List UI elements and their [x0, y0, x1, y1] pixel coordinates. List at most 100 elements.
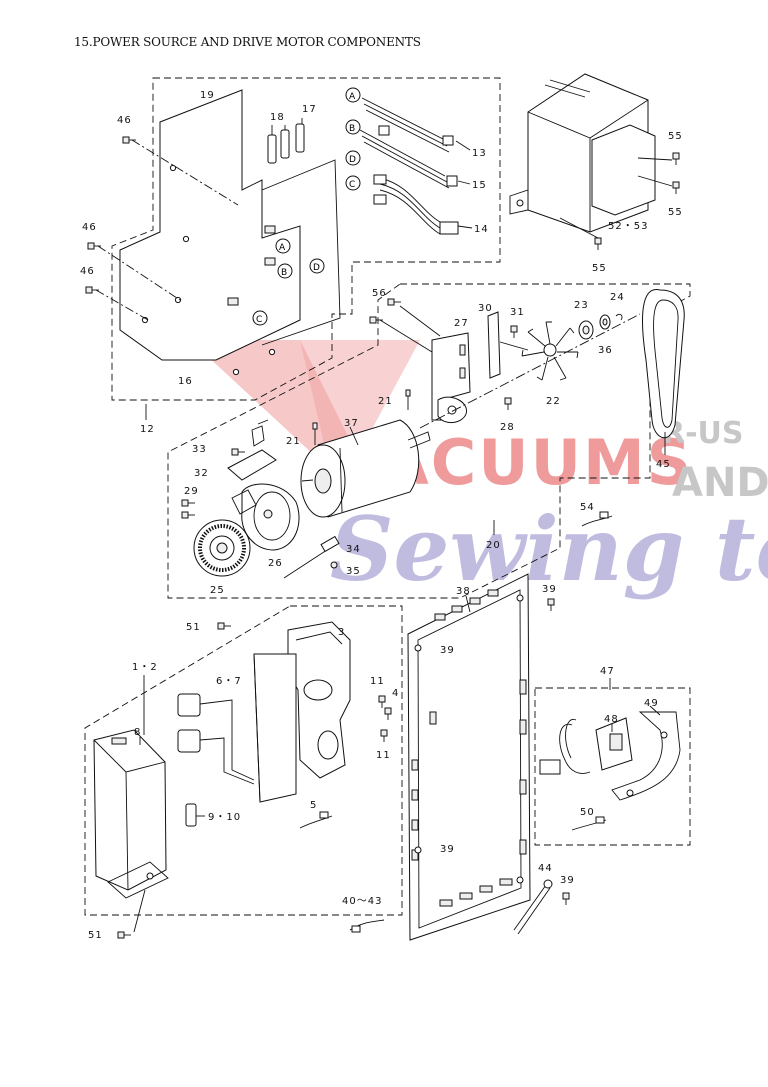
callout: 46	[80, 266, 95, 277]
callout: 36	[598, 345, 613, 356]
callout: 21	[286, 436, 301, 447]
motor-band	[339, 447, 343, 513]
encoder-slots	[198, 524, 246, 572]
callout: 33	[192, 444, 207, 455]
connector-d	[373, 174, 387, 185]
callout: 19	[200, 90, 215, 101]
callout: 47	[600, 666, 615, 677]
sensor-board	[227, 449, 277, 481]
callout: 23	[574, 300, 589, 311]
letter-marker: D	[349, 155, 356, 165]
harness-c-d	[379, 177, 441, 235]
tie-strap	[513, 884, 551, 935]
screw-icon	[547, 598, 555, 611]
fuse-body	[320, 535, 340, 553]
callout: 11	[376, 750, 391, 761]
pcb-connector	[264, 225, 276, 234]
callout: 18	[270, 112, 285, 123]
pcb-hole	[232, 368, 240, 376]
leader	[637, 175, 673, 187]
screw-icon	[510, 325, 518, 338]
callout: 51	[186, 622, 201, 633]
pcb-connector	[227, 297, 239, 306]
callout: 4	[392, 688, 399, 699]
motor-shaft	[407, 431, 431, 449]
power-harness	[177, 693, 255, 785]
screw-icon	[217, 622, 231, 630]
leader	[133, 889, 146, 933]
callout: 35	[346, 566, 361, 577]
fuse-icon	[185, 803, 197, 827]
leader	[379, 319, 433, 353]
motor-holder-26	[231, 483, 300, 551]
pcb-plate	[119, 89, 301, 361]
encoder-disk-25	[193, 519, 251, 577]
letter-marker: B	[349, 124, 355, 134]
connector-b-start	[378, 125, 390, 136]
watermark-sewing-too: Sewing too	[330, 497, 768, 601]
pcb-hole	[174, 296, 182, 304]
pcb-panel-19	[95, 89, 341, 376]
connector-letter-markers: A B D C A B D C	[252, 87, 361, 326]
fuse-icon	[280, 129, 290, 159]
harness-b	[359, 129, 450, 189]
motor-bracket-27	[379, 305, 471, 423]
callout: 34	[346, 544, 361, 555]
callout: 20	[486, 540, 501, 551]
connector-cd-end	[439, 221, 459, 235]
power-switch-unit-3	[287, 621, 351, 779]
screw-icon	[378, 695, 386, 708]
tie-50	[571, 816, 607, 831]
callout: 12	[140, 424, 155, 435]
fuse-icon	[267, 134, 277, 164]
letter-marker: A	[349, 92, 356, 102]
callout: 39	[440, 844, 455, 855]
callout: 8	[134, 727, 141, 738]
leader-14	[457, 225, 473, 229]
callout: 52・53	[608, 221, 648, 232]
pulley-23-36-24	[578, 313, 623, 340]
pcb-connector	[264, 257, 276, 266]
pcb-hole	[182, 235, 190, 243]
tie-5	[299, 811, 333, 829]
letter-marker: D	[313, 263, 320, 273]
callout: 31	[510, 307, 525, 318]
callout: 3	[338, 627, 345, 638]
ties-40-43	[349, 919, 385, 933]
sensor-block	[251, 425, 265, 447]
harness-plug-upper	[177, 693, 201, 717]
wire-harnesses	[359, 97, 473, 235]
harness-plug-lower	[177, 729, 201, 753]
callout: 45	[656, 459, 671, 470]
screw-icon	[117, 931, 131, 939]
screw-icon	[181, 499, 195, 507]
belt-inner	[653, 299, 679, 428]
tie-strap	[581, 515, 613, 527]
leader-46-low	[95, 289, 149, 321]
screw-icon	[384, 707, 392, 720]
callout: 28	[500, 422, 515, 433]
main-board-38	[407, 573, 531, 941]
callout: 27	[454, 318, 469, 329]
guide-arm	[499, 341, 529, 351]
callout: 5	[310, 800, 317, 811]
screw-icon	[87, 242, 101, 250]
group-20-outline	[167, 283, 691, 599]
callout-labels: 19 18 17 46 46 46 13 15 14 16 12 55 55 5…	[80, 90, 683, 941]
watermark-v-right	[300, 340, 420, 470]
screw-icon	[387, 298, 401, 306]
callout: 6・7	[216, 676, 242, 687]
callout: 50	[580, 807, 595, 818]
group-1-2-outline	[84, 605, 403, 916]
transformer-coil	[591, 124, 656, 216]
transformer-top-lines	[544, 79, 591, 98]
callout: 21	[378, 396, 393, 407]
motor-axis-centerline	[419, 313, 641, 429]
power-box-edges	[93, 739, 166, 891]
leader	[399, 305, 441, 337]
thermal-fuse-34-35	[283, 535, 340, 579]
callout: 55	[668, 131, 683, 142]
group-47-outline	[534, 687, 691, 846]
motor-pins-21	[312, 389, 411, 445]
callout: 29	[184, 486, 199, 497]
